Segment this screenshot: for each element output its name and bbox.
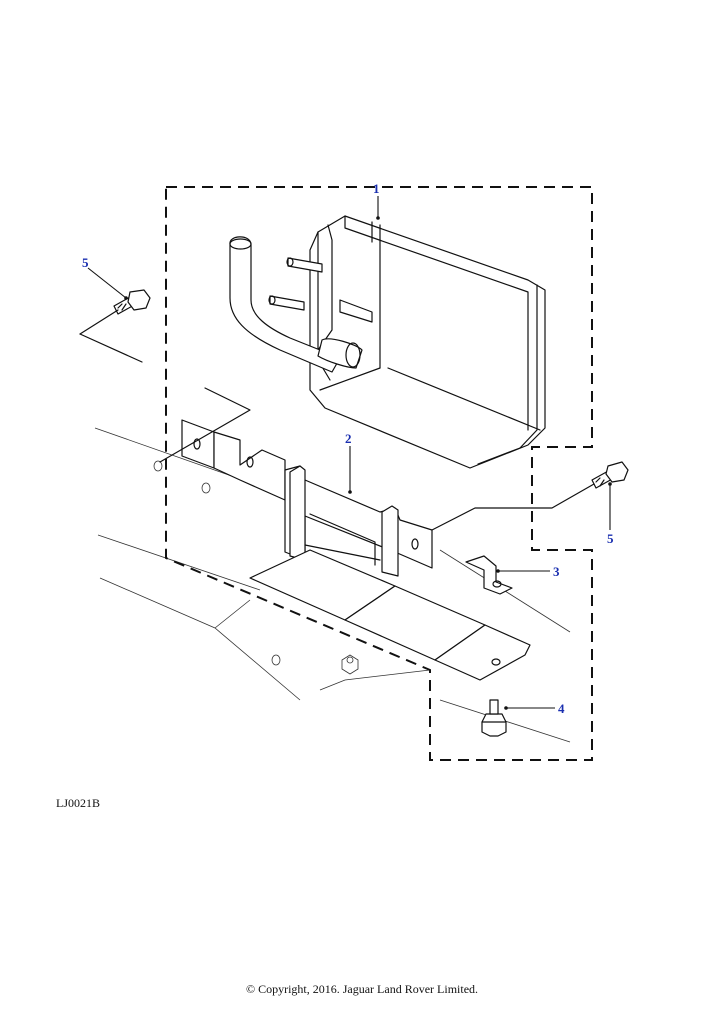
callout-1: 1 [373, 181, 380, 196]
clip [465, 555, 513, 595]
canister-studs [268, 257, 323, 311]
callout-leaders [87, 196, 612, 710]
flange-nut [481, 699, 507, 737]
callout-4: 4 [558, 701, 565, 716]
canister-pipe [229, 236, 363, 373]
mounting-bracket [181, 419, 531, 681]
callout-5-left: 5 [82, 255, 89, 270]
bolt-left [79, 289, 151, 363]
callout-5-right: 5 [607, 531, 614, 546]
reference-code: LJ0021B [56, 796, 101, 810]
assembly-boundary [165, 186, 593, 761]
canister [309, 215, 546, 469]
bolt-right [431, 461, 629, 531]
bracket-edge [159, 387, 251, 463]
callout-2: 2 [345, 431, 352, 446]
callout-3: 3 [553, 564, 560, 579]
copyright-notice: © Copyright, 2016. Jaguar Land Rover Lim… [245, 982, 479, 996]
